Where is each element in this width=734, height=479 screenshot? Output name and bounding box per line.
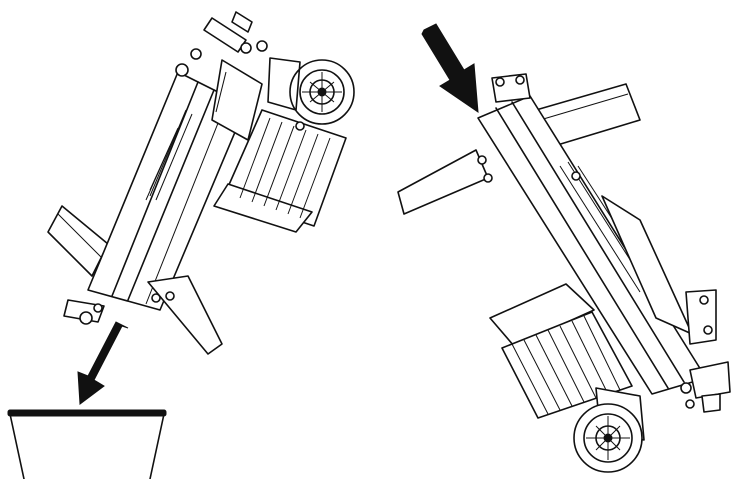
left-down-arrow	[77, 321, 129, 405]
left-machine-wheel	[267, 57, 355, 125]
right-down-arrow	[421, 23, 479, 114]
right-machine-right-bracket	[685, 289, 717, 345]
left-machine-bottom-cap	[63, 299, 105, 325]
collection-bowl	[7, 409, 167, 479]
left-machine-top-handle	[175, 11, 268, 77]
left-machine-main-beam	[87, 71, 247, 311]
right-machine-top-cap	[491, 73, 531, 103]
right-machine-foot-plate	[397, 149, 493, 215]
left-machine-foot-plate	[47, 205, 109, 277]
left-machine-wedge-plate	[147, 275, 223, 355]
right-machine-handle	[680, 361, 731, 413]
left-machine-motor	[213, 109, 347, 233]
left-log-splitter	[47, 11, 355, 355]
right-log-splitter	[397, 73, 731, 473]
right-machine-wheel	[573, 387, 645, 473]
